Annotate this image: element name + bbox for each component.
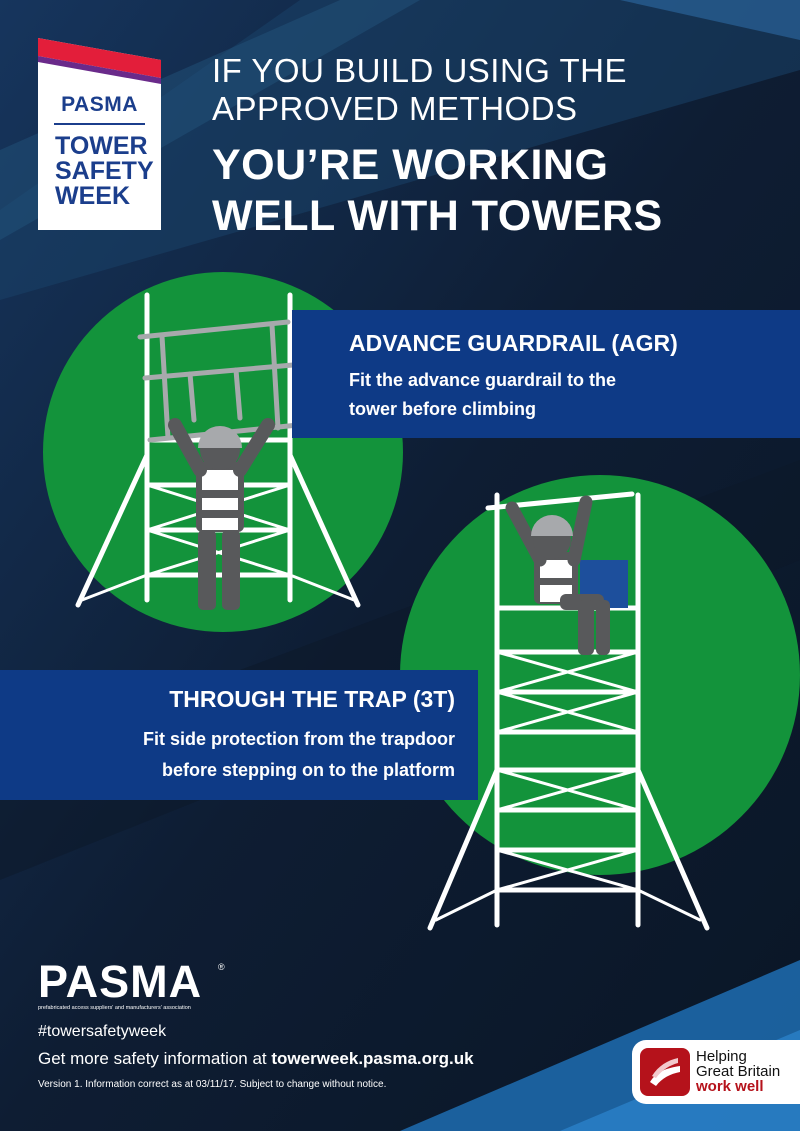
headline-light-line: IF YOU BUILD USING THE	[212, 52, 628, 89]
helping-great-britain-logo: Helping Great Britain work well	[632, 1040, 800, 1104]
badge-title: TOWER SAFETY WEEK	[55, 134, 155, 209]
badge-line: TOWER	[55, 132, 148, 160]
3t-title: THROUGH THE TRAP (3T)	[169, 686, 455, 712]
agr-title: ADVANCE GUARDRAIL (AGR)	[349, 330, 678, 356]
3t-tower-icon	[427, 491, 710, 931]
headline-bold-line: YOU’RE WORKING	[212, 141, 609, 189]
badge-line: WEEK	[55, 182, 130, 210]
registered-mark: ®	[218, 962, 225, 972]
3t-description: Fit side protection from the trapdoor be…	[143, 724, 455, 786]
hgb-line: Great Britain	[696, 1063, 781, 1080]
tower-safety-week-badge: PASMA TOWER SAFETY WEEK	[38, 38, 161, 230]
agr-desc-line: tower before climbing	[349, 399, 537, 419]
agr-panel: ADVANCE GUARDRAIL (AGR) Fit the advance …	[292, 310, 800, 438]
agr-desc-line: Fit the advance guardrail to the	[349, 370, 617, 390]
3t-desc-line: before stepping on to the platform	[162, 760, 455, 780]
website-link[interactable]: towerweek.pasma.org.uk	[271, 1049, 474, 1068]
hgb-text: Helping Great Britain work well	[696, 1049, 780, 1094]
badge-background	[38, 38, 161, 230]
headline-light-line: APPROVED METHODS	[212, 90, 578, 127]
pasma-logo-word: PASMA	[38, 956, 203, 1007]
3t-worker-icon	[505, 495, 628, 655]
headline-bold-line: WELL WITH TOWERS	[212, 192, 663, 240]
pasma-footer-logo: PASMA ® prefabricated access suppliers' …	[38, 956, 238, 1011]
3t-panel: THROUGH THE TRAP (3T) Fit side protectio…	[0, 670, 478, 800]
badge-line: SAFETY	[55, 157, 154, 185]
version-note: Version 1. Information correct as at 03/…	[38, 1079, 387, 1090]
pasma-tagline: prefabricated access suppliers' and manu…	[38, 1005, 191, 1011]
hse-hands-icon	[640, 1048, 690, 1096]
badge-divider	[54, 123, 145, 125]
agr-worker-icon	[168, 418, 275, 610]
agr-description: Fit the advance guardrail to the tower b…	[349, 366, 616, 424]
safety-info: Get more safety information at towerweek…	[38, 1049, 474, 1069]
hgb-line: Helping	[696, 1048, 747, 1065]
hgb-strong-line: work well	[696, 1078, 764, 1095]
badge-pasma-logo: PASMA	[61, 93, 138, 116]
3t-desc-line: Fit side protection from the trapdoor	[142, 729, 455, 749]
hashtag: #towersafetyweek	[38, 1023, 167, 1040]
green-circle-3t	[400, 475, 800, 875]
safety-info-prefix: Get more safety information at	[38, 1049, 272, 1068]
headline: IF YOU BUILD USING THE APPROVED METHODS …	[212, 52, 792, 242]
